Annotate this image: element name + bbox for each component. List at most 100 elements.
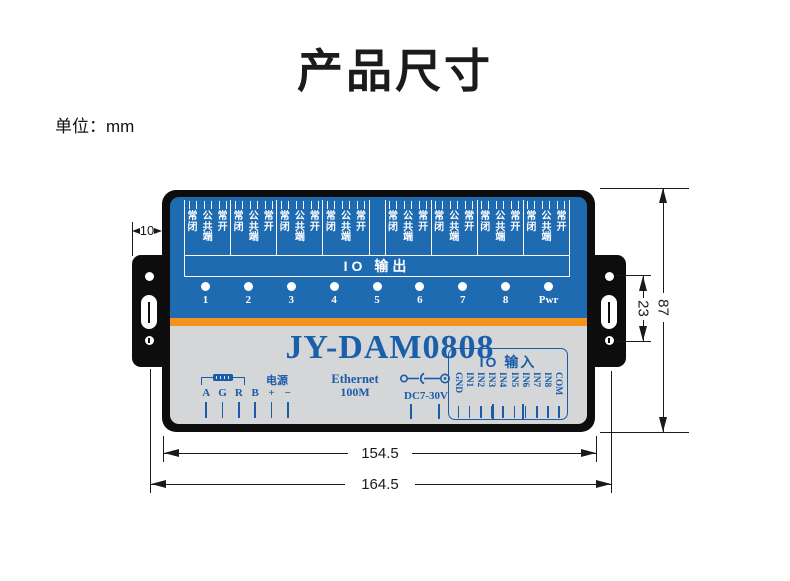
accent-stripe [170, 318, 587, 326]
led-cell: 6 [398, 282, 441, 306]
io-input-terminal: IN3 [486, 370, 497, 418]
resistor-bracket-icon [201, 374, 245, 385]
dim-arrow-up-icon [659, 188, 667, 203]
terminal-column: 常闭 [386, 200, 401, 255]
terminal-pin [522, 404, 524, 419]
terminal-label-char: 端 [202, 232, 213, 243]
terminal-pin [468, 406, 471, 418]
led-label: Pwr [538, 294, 559, 306]
led-label: 1 [202, 294, 209, 306]
ethernet-speed-label: 100M [340, 385, 370, 399]
terminal-pin [524, 406, 527, 418]
dimension-line [412, 453, 596, 454]
terminal-label-char: 开 [418, 221, 429, 233]
terminal-label-char: 共 [541, 221, 552, 233]
terminal-screw-ticks [215, 201, 230, 209]
terminal-label-char: 常 [263, 211, 274, 222]
terminal-screw-ticks [524, 201, 539, 209]
dimension-line [663, 322, 664, 432]
dimension-hole-spacing: 23 [634, 300, 652, 317]
led-indicator-icon [372, 282, 382, 291]
terminal-label-char: 闭 [187, 221, 198, 233]
comm-terminal-label: A [202, 387, 211, 399]
terminal-label-char: 常 [279, 211, 290, 222]
device-faceplate: 常闭公共端常开常闭公共端常开常闭公共端常开常闭公共端常开常闭公共端常开常闭公共端… [170, 197, 587, 424]
comm-terminal-label: R [234, 387, 243, 399]
io-input-terminal-label: IN1 [463, 372, 474, 388]
keyhole-slit-icon [148, 302, 150, 323]
dc-voltage-label: DC7-30V [404, 390, 448, 402]
terminal-label-char: 共 [495, 221, 506, 233]
io-output-banner: IO 输出 [184, 255, 570, 277]
led-label: 4 [331, 294, 337, 306]
dimension-line [151, 484, 345, 485]
terminal-screw-ticks [432, 201, 447, 209]
led-indicator-icon [458, 282, 468, 291]
terminal-pin [457, 406, 460, 418]
terminal-label-char: 端 [403, 232, 414, 243]
terminal-label-char: 开 [217, 221, 228, 233]
led-indicator-icon [415, 282, 425, 291]
terminal-column: 常闭 [524, 200, 539, 255]
terminal-column: 公共端 [401, 200, 416, 255]
io-input-terminal-label: IN4 [497, 372, 508, 388]
io-input-terminal-label: IN7 [531, 372, 542, 388]
terminal-label-char: 共 [340, 221, 351, 233]
dc-power-block: DC7-30V [394, 372, 458, 403]
terminal-label-char: 闭 [279, 221, 290, 233]
terminal-screw-ticks [478, 201, 493, 209]
dimension-ear-width: 10 [139, 223, 155, 238]
led-cell: 2 [227, 282, 270, 306]
terminal-label-char: 闭 [233, 221, 244, 233]
terminal-pin-cell [214, 402, 230, 418]
terminal-column: 常闭 [185, 200, 200, 255]
extension-line [596, 436, 597, 462]
terminal-screw-ticks [307, 201, 322, 209]
dimension-body-height: 87 [654, 299, 672, 316]
terminal-pin [502, 406, 504, 418]
io-input-terminal: COM [553, 370, 564, 418]
dim-arrow-up-icon [639, 276, 647, 291]
relay-terminal-group: 常闭公共端常开 [184, 200, 230, 255]
terminal-label-char: 开 [263, 221, 274, 233]
terminal-pin [513, 406, 516, 418]
io-input-terminal: GND [452, 370, 463, 418]
terminal-label-char: 端 [340, 232, 351, 243]
terminal-label-char: 闭 [325, 221, 336, 233]
terminal-label-char: 常 [388, 211, 399, 222]
io-input-terminal-label: IN8 [542, 372, 553, 388]
terminal-label-char: 闭 [526, 221, 537, 233]
terminal-pin [438, 404, 440, 419]
terminal-label-char: 端 [495, 232, 506, 243]
terminal-label-char: 闭 [480, 221, 491, 233]
terminal-screw-ticks [277, 201, 292, 209]
relay-terminal-group: 常闭公共端常开 [384, 200, 431, 255]
mounting-ear-right [592, 255, 626, 367]
terminal-label-char: 常 [480, 211, 491, 222]
terminal-label-char: 公 [340, 211, 351, 222]
terminal-column: 常闭 [323, 200, 338, 255]
terminal-column: 常开 [215, 200, 230, 255]
terminal-label-char: 闭 [434, 221, 445, 233]
led-indicator-icon [200, 282, 210, 291]
dim-arrow-left-icon [132, 228, 140, 234]
terminal-label-char: 共 [403, 221, 414, 233]
model-label: JY-DAM0808 [285, 329, 495, 366]
dimension-overall-width: 164.5 [361, 476, 399, 493]
screw-hole-icon [144, 272, 154, 281]
terminal-label-char: 公 [248, 211, 259, 222]
terminal-label-char: 常 [355, 211, 366, 222]
terminal-screw-ticks [462, 201, 477, 209]
led-cell: 1 [184, 282, 227, 306]
dim-arrow-right-icon [596, 480, 611, 488]
resistor-icon [213, 374, 233, 381]
terminal-column: 公共端 [539, 200, 554, 255]
led-label: 8 [502, 294, 509, 306]
terminal-label-char: 端 [294, 232, 305, 243]
terminal-pin-cell [263, 402, 279, 418]
terminal-label-char: 常 [217, 211, 228, 222]
terminal-column: 公共端 [292, 200, 307, 255]
